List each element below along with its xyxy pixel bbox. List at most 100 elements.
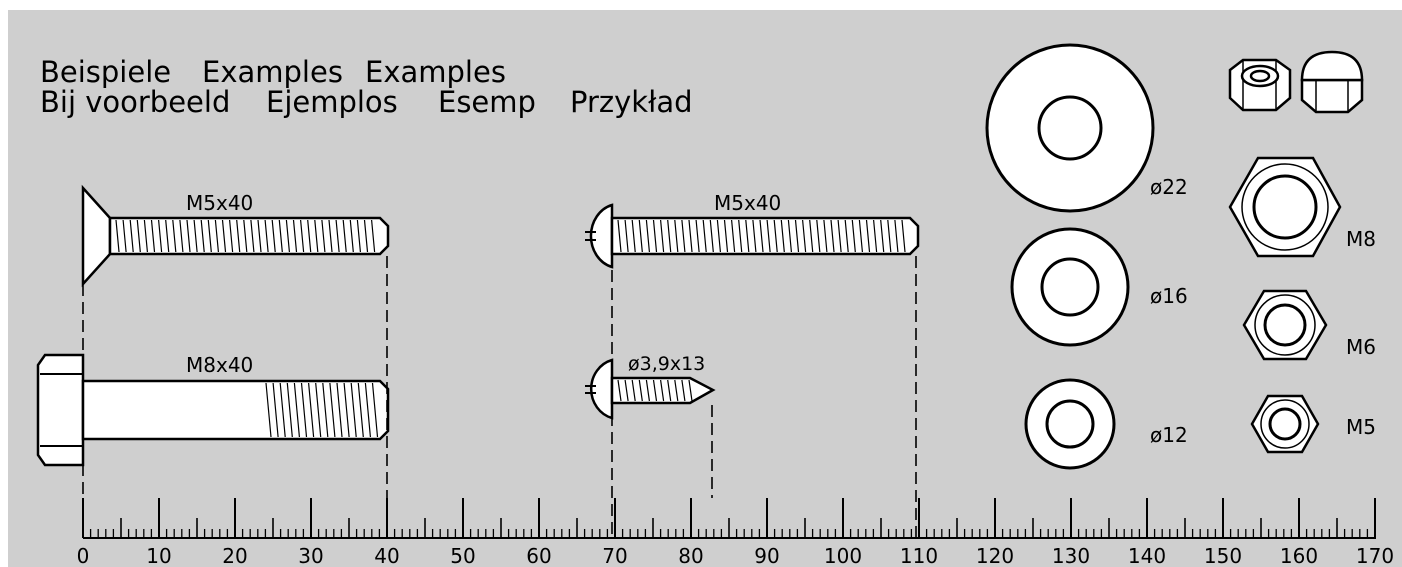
hex-bolt-label: M8x40: [186, 353, 253, 377]
heading-en: Examples: [202, 55, 343, 89]
thread-line: [773, 219, 778, 253]
round-head: [589, 203, 614, 269]
heading-block: Beispiele Examples Examples Bij voorbeel…: [40, 55, 693, 119]
lock-nut-faces: [1242, 60, 1277, 110]
hex-bolt-head-faces: [40, 373, 83, 447]
hex-bolt-threads: [265, 382, 379, 438]
thread-line: [307, 219, 312, 253]
thread-line: [830, 219, 835, 253]
thread-line: [264, 219, 269, 253]
hex-bolt-head: [36, 353, 85, 467]
thread-line: [645, 379, 650, 402]
washers: [985, 43, 1155, 470]
thread-line: [645, 219, 650, 253]
thread-line: [200, 219, 205, 253]
thread-line: [617, 219, 622, 253]
countersunk-label: M5x40: [186, 191, 253, 215]
thread-line: [143, 219, 148, 253]
lock-nut-hole: [1249, 69, 1271, 83]
thread-line: [731, 219, 736, 253]
thread-line: [350, 382, 357, 438]
cap-nut-dome: [1300, 50, 1364, 82]
thread-line: [265, 382, 272, 438]
thread-line: [631, 379, 636, 402]
thread-line: [894, 219, 899, 253]
thread-line: [837, 219, 842, 253]
thread-line: [738, 219, 743, 253]
round-head-threads: [617, 219, 906, 253]
ruler-label: 10: [146, 544, 171, 567]
heading-de: Beispiele: [40, 55, 171, 89]
dimension-guides: [82, 256, 917, 538]
thread-line: [688, 379, 693, 402]
thread-line: [695, 219, 700, 253]
thread-line: [308, 382, 315, 438]
thread-line: [221, 219, 227, 253]
thread-line: [667, 379, 672, 402]
thread-line: [823, 219, 828, 253]
thread-line: [343, 382, 350, 438]
thread-line: [349, 219, 354, 253]
tapping-head: [589, 358, 614, 420]
thread-line: [802, 219, 807, 253]
thread-line: [809, 219, 814, 253]
thread-line: [300, 219, 305, 253]
ruler-label: 160: [1280, 544, 1318, 567]
thread-line: [172, 219, 177, 253]
hex-nut-m5-label: M5: [1346, 415, 1376, 439]
thread-line: [652, 379, 658, 402]
thread-line: [887, 219, 892, 253]
thread-line: [660, 379, 665, 402]
thread-line: [136, 219, 141, 253]
thread-line: [356, 219, 361, 253]
heading-pl: Przykład: [570, 85, 693, 119]
thread-line: [371, 382, 379, 438]
thread-line: [631, 219, 636, 253]
hex-nuts: [1228, 156, 1342, 454]
thread-line: [880, 219, 885, 253]
round-head-screw: [585, 203, 920, 269]
hex-nut-m6: [1242, 289, 1328, 361]
thread-line: [179, 219, 184, 253]
thread-line: [752, 219, 757, 253]
tapping-threads: [617, 379, 693, 402]
thread-line: [638, 219, 643, 253]
ruler-label: 100: [824, 544, 862, 567]
thread-line: [660, 219, 665, 253]
ruler-label: 150: [1204, 544, 1242, 567]
thread-line: [858, 219, 863, 253]
hex-bolt-shank: [81, 379, 390, 441]
thread-line: [674, 379, 679, 402]
thread-line: [328, 219, 333, 253]
thread-line: [873, 219, 878, 253]
top-nuts: [1228, 50, 1364, 114]
thread-line: [286, 382, 293, 438]
thread-line: [278, 219, 283, 253]
washer-16-hole: [1040, 257, 1100, 317]
thread-line: [207, 219, 212, 253]
thread-line: [285, 219, 290, 253]
thread-line: [229, 219, 234, 253]
thread-line: [794, 219, 800, 253]
thread-line: [844, 219, 849, 253]
ruler-label: 70: [602, 544, 627, 567]
thread-line: [363, 219, 369, 253]
washer-12: [1024, 378, 1116, 470]
thread-line: [335, 219, 340, 253]
round-head-slot: [585, 231, 596, 241]
round-head-label: M5x40: [714, 191, 781, 215]
ruler-label: 0: [77, 544, 90, 567]
thread-line: [766, 219, 771, 253]
thread-line: [342, 219, 347, 253]
thread-line: [816, 219, 821, 253]
thread-line: [787, 219, 792, 253]
countersunk-threads: [115, 219, 376, 253]
hex-nut-m5-hole: [1268, 407, 1302, 441]
tapping-label: ø3,9x13: [628, 353, 705, 375]
ruler-label: 90: [754, 544, 779, 567]
thread-line: [371, 219, 376, 253]
ruler-label: 40: [374, 544, 399, 567]
washer-16-label: ø16: [1150, 284, 1188, 308]
